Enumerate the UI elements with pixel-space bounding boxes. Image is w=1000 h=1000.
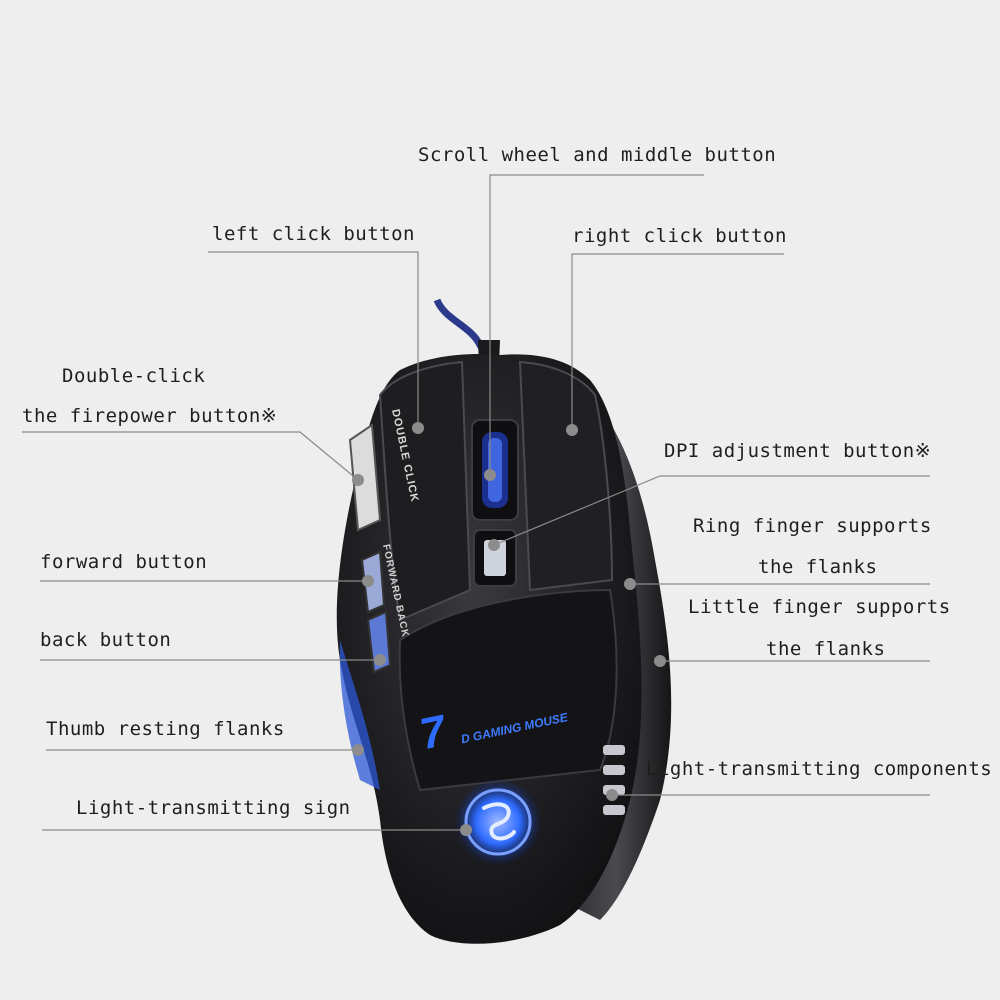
leader-right-click — [571, 253, 784, 428]
double-click-button — [348, 423, 382, 532]
dot-light-sign — [460, 824, 472, 836]
label-light-components: Light-transmitting components — [646, 758, 993, 780]
dot-thumb — [352, 744, 364, 756]
dot-double-click — [352, 474, 364, 486]
right-button-panel — [518, 360, 614, 592]
dot-back — [374, 654, 386, 666]
dpi-button — [484, 540, 506, 576]
dot-light-components — [606, 789, 618, 801]
dragon-logo-icon — [482, 802, 516, 841]
leader-scroll-wheel — [489, 174, 704, 475]
label-forward: forward button — [40, 551, 208, 573]
label-thumb: Thumb resting flanks — [46, 718, 285, 740]
label-scroll-wheel: Scroll wheel and middle button — [418, 144, 777, 166]
light-sign-ring — [464, 788, 532, 856]
label-ring-finger-line1: Ring finger supports — [693, 515, 932, 537]
dot-forward — [362, 575, 374, 587]
leader-dpi — [493, 475, 930, 546]
left-button-panel — [378, 360, 472, 622]
dot-dpi — [488, 539, 500, 551]
label-right-click: right click button — [572, 225, 787, 247]
leader-lines — [22, 174, 930, 831]
label-double-click-line1: Double-click — [62, 365, 206, 387]
label-dpi: DPI adjustment button※ — [664, 440, 932, 462]
dot-scroll-wheel — [484, 469, 496, 481]
leader-double-click — [22, 431, 359, 481]
dot-little-finger — [654, 655, 666, 667]
label-light-sign: Light-transmitting sign — [76, 797, 351, 819]
label-left-click: left click button — [212, 223, 415, 245]
leader-left-click — [208, 251, 419, 425]
label-little-finger-line1: Little finger supports — [688, 596, 951, 618]
dot-ring-finger — [624, 578, 636, 590]
dot-right-click — [566, 424, 578, 436]
label-ring-finger-line2: the flanks — [758, 556, 878, 578]
thumb-flank — [339, 640, 380, 790]
leader-dots — [352, 422, 666, 836]
label-back: back button — [40, 629, 172, 651]
label-little-finger-line2: the flanks — [766, 638, 886, 660]
dot-left-click — [412, 422, 424, 434]
palm-panel — [398, 588, 618, 792]
scroll-wheel-glow — [488, 438, 502, 502]
label-double-click-line2: the firepower button※ — [22, 405, 278, 427]
